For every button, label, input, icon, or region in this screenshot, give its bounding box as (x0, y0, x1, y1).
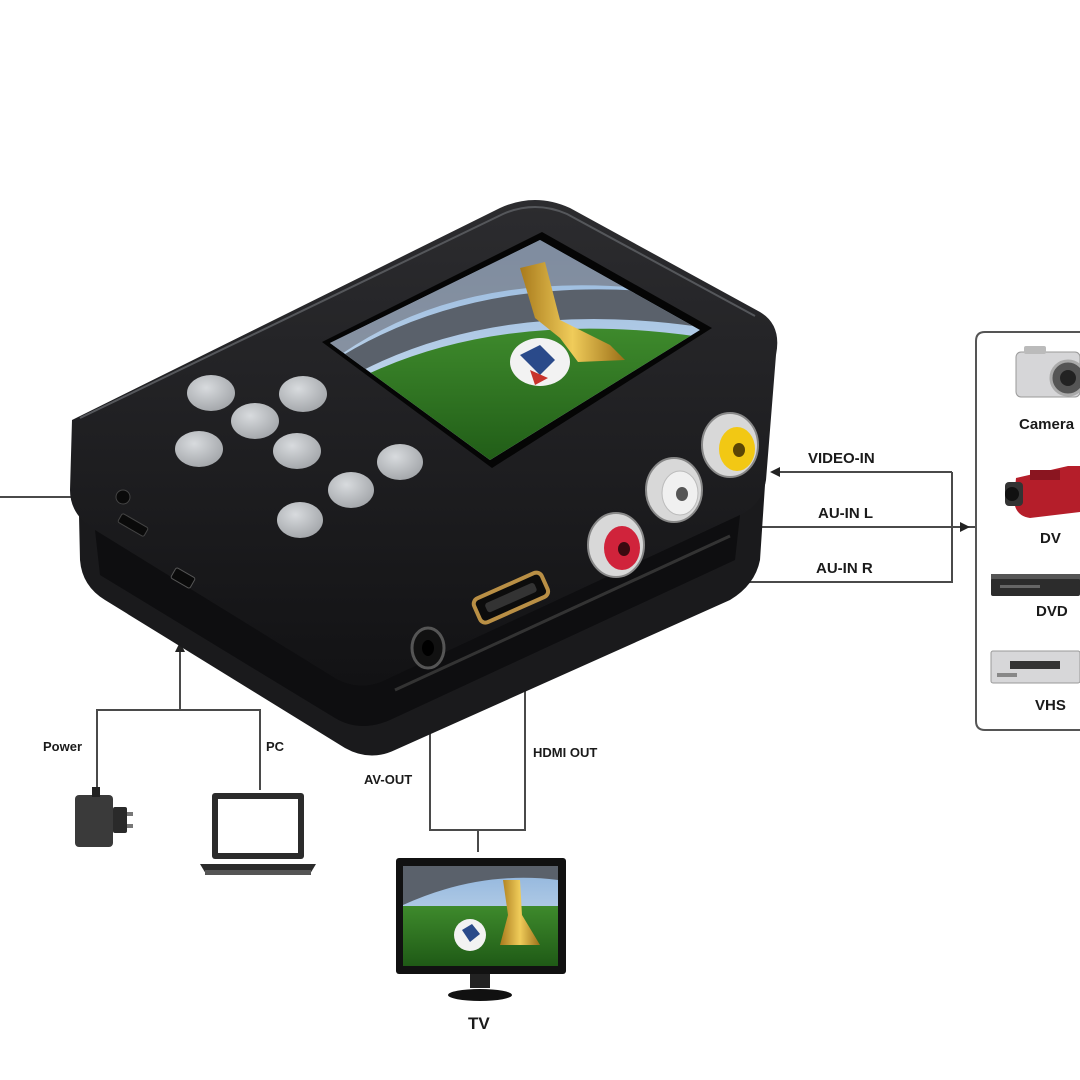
audio-left-label: AU-IN L (818, 505, 873, 522)
button-7[interactable] (328, 472, 374, 508)
button-6[interactable] (377, 444, 423, 480)
rca-white-jack (645, 457, 703, 523)
source-junction-arrow (960, 522, 970, 532)
video-in-label: VIDEO-IN (808, 450, 875, 467)
connection-lines (0, 471, 975, 852)
source-panel (975, 331, 1080, 731)
power-label: Power (43, 739, 83, 754)
device-edge-highlight (79, 206, 756, 419)
rca-yellow-jack (701, 412, 759, 478)
rca-red-jack (587, 512, 645, 578)
hdmi-port (471, 570, 551, 625)
device-side (95, 515, 740, 727)
audio-right-label: AU-IN R (816, 560, 873, 577)
button-8[interactable] (277, 502, 323, 538)
laptop-icon (200, 793, 316, 875)
source-label-camera: Camera (1019, 416, 1075, 433)
vhs-player-icon (990, 650, 1080, 684)
button-3[interactable] (231, 403, 279, 439)
usb-arrow (175, 642, 185, 652)
tv-icon (396, 858, 566, 1001)
dvd-player-icon (991, 574, 1080, 596)
led-indicator (115, 489, 131, 505)
button-1[interactable] (187, 375, 235, 411)
control-buttons (175, 375, 423, 538)
av-out-jack-hole (422, 640, 434, 656)
power-pc-line (96, 709, 261, 790)
video-in-arrow (770, 467, 780, 477)
pc-label: PC (266, 739, 285, 754)
source-label-dvd: DVD (1036, 603, 1068, 620)
button-2[interactable] (279, 376, 327, 412)
source-label-vhs: VHS (1035, 697, 1066, 714)
button-4[interactable] (175, 431, 223, 467)
button-5[interactable] (273, 433, 321, 469)
hdmi-out-label: HDMI OUT (533, 745, 598, 760)
source-panel-frame (975, 331, 1080, 731)
device-seam (394, 534, 731, 692)
tv-label: TV (468, 1014, 490, 1033)
power-adapter-icon (75, 787, 133, 847)
source-label-dv: DV (1040, 530, 1061, 547)
camcorder-icon (1005, 466, 1080, 518)
audio-right-line (650, 472, 953, 583)
usb-port (170, 567, 196, 589)
capture-device (70, 200, 778, 756)
sd-slot (117, 513, 149, 537)
rca-jacks (587, 412, 759, 578)
av-out-label: AV-OUT (364, 772, 413, 787)
camera-icon (1015, 346, 1080, 398)
